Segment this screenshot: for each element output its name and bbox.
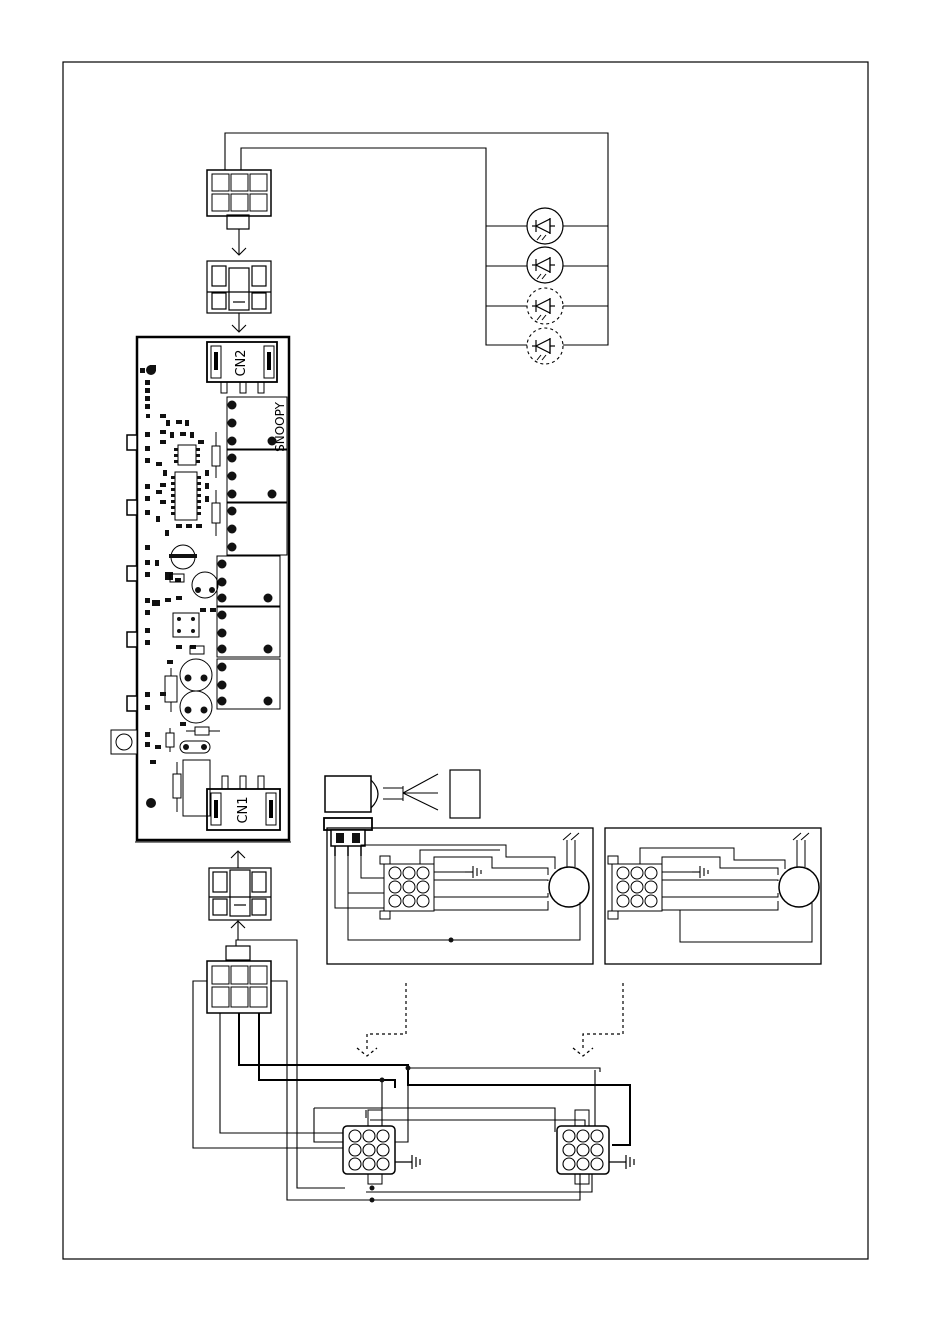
- cn1-label: CN1: [236, 796, 251, 823]
- nine-pin-connector-a: [343, 1110, 395, 1184]
- cn1-plug: [209, 868, 271, 920]
- top-wires: [225, 133, 608, 215]
- dashed-arrow-b: [573, 983, 623, 1056]
- motor-module-a: [327, 828, 593, 964]
- bottom-connector-female: [207, 946, 271, 1013]
- snoopy-label: SNOOPY: [273, 401, 287, 451]
- top-connector-female: [207, 170, 271, 229]
- motor-icon: [779, 867, 819, 907]
- edge-terminals: [127, 435, 137, 711]
- arrow-up-icon: [231, 921, 245, 940]
- cn2-plug: [207, 261, 271, 313]
- nine-pin-connector-b: [557, 1110, 609, 1184]
- arrow-up-icon: [231, 851, 245, 868]
- ground-icon: [609, 1155, 634, 1169]
- cn2-label: CN2: [234, 349, 249, 376]
- led-1: [527, 208, 563, 244]
- dashed-arrow-a: [357, 983, 406, 1056]
- led-2: [527, 247, 563, 283]
- led-3-optional: [527, 288, 563, 324]
- push-button: [111, 730, 137, 754]
- led-4-optional: [527, 328, 563, 364]
- motor-module-b: [605, 828, 821, 964]
- ground-icon: [395, 1155, 420, 1169]
- control-board: CN2 CN1 SNOOPY: [111, 337, 291, 842]
- ground-icon: [692, 866, 708, 878]
- arrow-down-icon: [232, 229, 246, 255]
- arrow-down-icon: [232, 313, 246, 332]
- ground-icon: [465, 866, 481, 878]
- switch-housing: [324, 770, 480, 856]
- motor-icon: [549, 867, 589, 907]
